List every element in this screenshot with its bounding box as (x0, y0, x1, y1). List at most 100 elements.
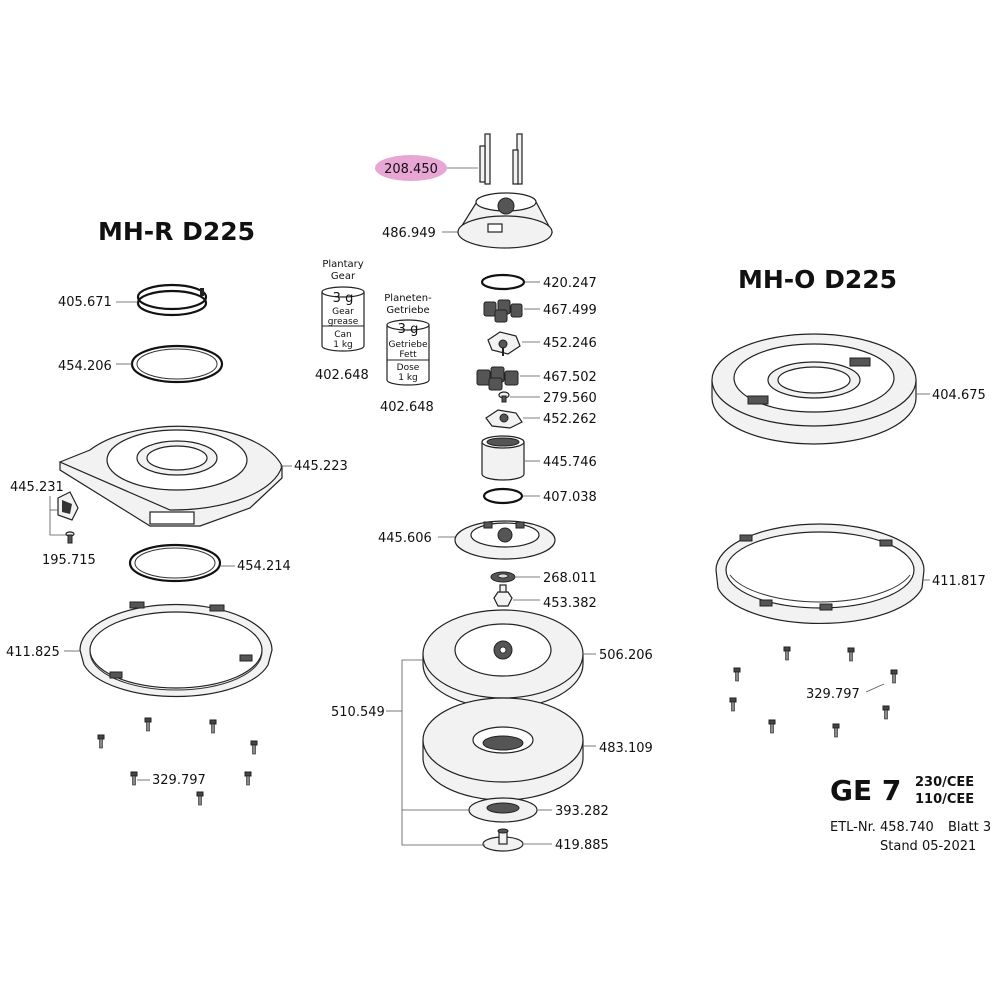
title-mh-r: MH-R D225 (98, 217, 255, 246)
voltage-230: 230/CEE (915, 775, 974, 790)
part-393282 (468, 797, 538, 823)
screw-shank (849, 651, 853, 662)
svg-text:Getriebe: Getriebe (386, 305, 429, 316)
highlight-208450 (375, 155, 447, 181)
label-268011[interactable]: 268.011 (543, 571, 597, 586)
screw-shank (99, 738, 103, 749)
label-329797-right[interactable]: 329.797 (806, 687, 860, 702)
label-195715[interactable]: 195.715 (42, 553, 96, 568)
label-404675[interactable]: 404.675 (932, 388, 986, 403)
label-407038[interactable]: 407.038 (543, 490, 597, 505)
label-411817[interactable]: 411.817 (932, 574, 986, 589)
grease-can-de: Planeten- Getriebe 3 g Getriebe Fett Dos… (384, 293, 432, 386)
label-486949[interactable]: 486.949 (382, 226, 436, 241)
part-467499 (483, 299, 523, 323)
part-419885 (482, 828, 524, 852)
label-467499[interactable]: 467.499 (543, 303, 597, 318)
screw-shank (132, 775, 136, 786)
screw-head (832, 723, 840, 729)
screw-shank (770, 723, 774, 734)
part-506206 (422, 609, 584, 709)
label-402648-en[interactable]: 402.648 (315, 368, 369, 383)
screw-head (97, 734, 105, 740)
label-445223[interactable]: 445.223 (294, 459, 348, 474)
screws-208450 (479, 133, 523, 185)
label-483109[interactable]: 483.109 (599, 741, 653, 756)
label-454206[interactable]: 454.206 (58, 359, 112, 374)
svg-text:Dose: Dose (397, 363, 420, 373)
label-467502[interactable]: 467.502 (543, 370, 597, 385)
part-445223 (58, 425, 283, 527)
model-name: GE 7 (830, 774, 901, 807)
date-stamp: Stand 05-2021 (880, 839, 976, 854)
svg-text:Fett: Fett (399, 350, 417, 360)
part-445746 (481, 435, 525, 481)
label-454214[interactable]: 454.214 (237, 559, 291, 574)
part-467502 (476, 366, 519, 391)
screw-shank (834, 727, 838, 738)
label-452246[interactable]: 452.246 (543, 336, 597, 351)
svg-text:Gear: Gear (331, 271, 356, 282)
label-510549[interactable]: 510.549 (331, 705, 385, 720)
screw-head (783, 646, 791, 652)
label-420247[interactable]: 420.247 (543, 276, 597, 291)
screw-shank (785, 650, 789, 661)
screw-head (847, 647, 855, 653)
part-407038 (482, 487, 524, 505)
part-405671 (136, 283, 208, 317)
etl-number: ETL-Nr. 458.740 (830, 820, 934, 835)
label-506206[interactable]: 506.206 (599, 648, 653, 663)
label-452262[interactable]: 452.262 (543, 412, 597, 427)
part-411817 (715, 523, 925, 625)
label-329797-left[interactable]: 329.797 (152, 773, 206, 788)
part-445606 (454, 520, 556, 560)
svg-text:Getriebe: Getriebe (388, 340, 427, 350)
screw-shank (211, 723, 215, 734)
voltage-110: 110/CEE (915, 792, 974, 807)
label-208450[interactable]: 208.450 (384, 162, 438, 177)
screw-head (196, 791, 204, 797)
screw-head (768, 719, 776, 725)
label-445231[interactable]: 445.231 (10, 480, 64, 495)
svg-text:Can: Can (334, 330, 352, 340)
label-393282[interactable]: 393.282 (555, 804, 609, 819)
screw-shank (735, 671, 739, 682)
part-483109 (422, 697, 584, 801)
label-402648-de[interactable]: 402.648 (380, 400, 434, 415)
label-405671[interactable]: 405.671 (58, 295, 112, 310)
bracket-510549 (386, 659, 485, 846)
part-452246 (487, 331, 521, 356)
label-453382[interactable]: 453.382 (543, 596, 597, 611)
title-mh-o: MH-O D225 (738, 265, 897, 294)
part-195715 (65, 531, 75, 544)
label-445606[interactable]: 445.606 (378, 531, 432, 546)
svg-text:3 g: 3 g (398, 322, 419, 337)
part-452262 (485, 409, 523, 429)
part-454206 (130, 344, 224, 384)
grease-can-en: Plantary Gear 3 g Gear grease Can 1 kg (321, 259, 365, 352)
label-279560[interactable]: 279.560 (543, 391, 597, 406)
part-404675 (711, 333, 917, 445)
svg-text:3 g: 3 g (333, 291, 354, 306)
screw-shank (731, 701, 735, 712)
screw-head (209, 719, 217, 725)
svg-text:1 kg: 1 kg (398, 373, 418, 383)
svg-text:1 kg: 1 kg (333, 340, 353, 350)
screw-shank (884, 709, 888, 720)
screws-329797-left (97, 717, 258, 806)
svg-text:Plantary: Plantary (322, 259, 363, 270)
svg-text:grease: grease (328, 317, 359, 327)
screw-shank (246, 775, 250, 786)
label-411825[interactable]: 411.825 (6, 645, 60, 660)
label-445746[interactable]: 445.746 (543, 455, 597, 470)
part-279560 (498, 391, 510, 403)
screw-head (144, 717, 152, 723)
screw-shank (892, 673, 896, 684)
screw-head (890, 669, 898, 675)
part-453382 (493, 584, 513, 607)
screw-head (130, 771, 138, 777)
label-419885[interactable]: 419.885 (555, 838, 609, 853)
screws-329797-right (729, 646, 898, 738)
part-420247 (480, 273, 526, 291)
